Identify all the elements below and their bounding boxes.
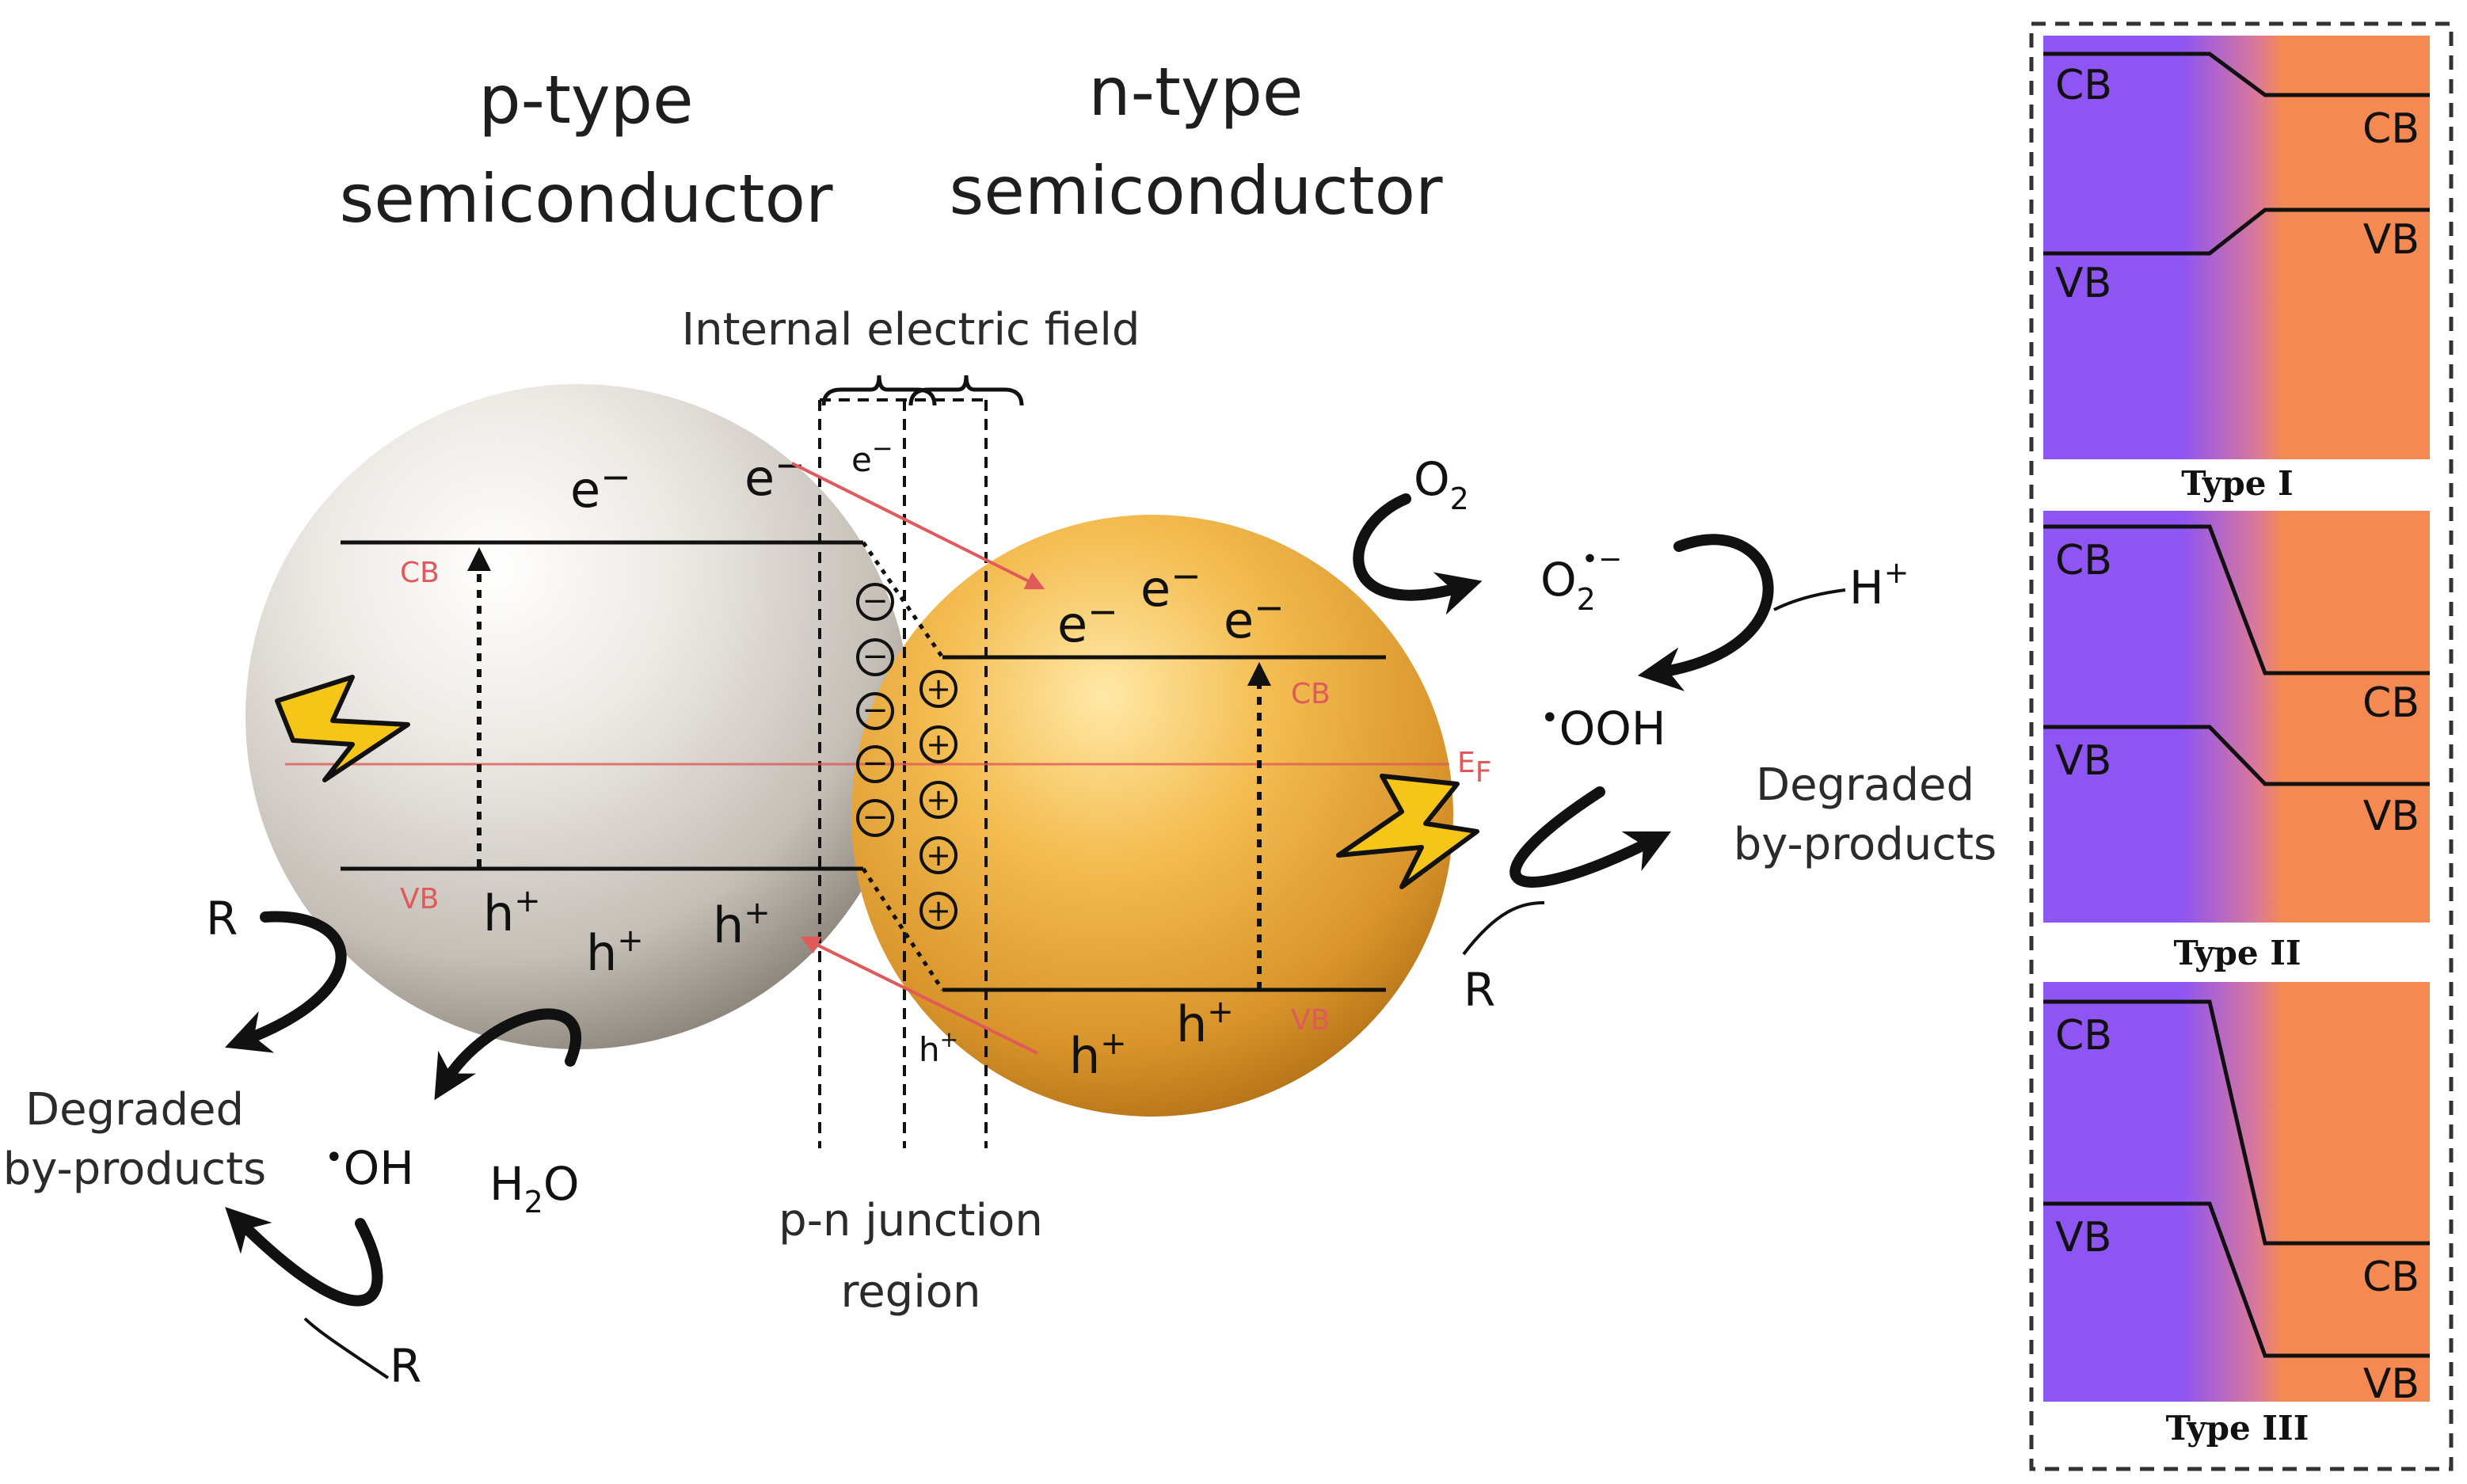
- negative-sign: −: [862, 583, 889, 619]
- pollutant-r-left-top: R: [206, 892, 238, 946]
- electrons: e− e− e− e− e− e−: [570, 433, 1285, 653]
- vb-bending-dotted: [861, 867, 945, 991]
- type-i-label: Type I: [2181, 464, 2293, 503]
- hole-label: h+: [483, 883, 541, 942]
- hole-label: h+: [1069, 1025, 1127, 1085]
- type-i-cb-left: CB: [2055, 62, 2112, 109]
- n-type-title-line2: semiconductor: [949, 152, 1442, 230]
- oh-degradation-arrow: [225, 1207, 383, 1307]
- hole-label: h+: [1176, 994, 1234, 1053]
- negative-charges: − − − − −: [856, 583, 894, 837]
- type-i-panel: CB VB CB VB Type I: [2043, 36, 2430, 503]
- electron-label: e−: [744, 443, 805, 507]
- type-ii-label: Type II: [2173, 934, 2301, 972]
- junction-label-line2: region: [840, 1266, 980, 1318]
- pollutant-r-left-bottom: R: [390, 1339, 421, 1393]
- o2-reduction-arrow: [1353, 493, 1483, 615]
- oxygen-label: O2: [1414, 452, 1469, 516]
- p-type-cb-label: CB: [400, 557, 440, 589]
- p-type-title-line1: p-type: [478, 61, 693, 139]
- h-plus-tail: [1773, 588, 1846, 611]
- pollutant-r-right: R: [1464, 963, 1495, 1017]
- field-brace-right: [908, 375, 1024, 406]
- hole-label: h+: [586, 923, 644, 982]
- positive-charges: + + + + +: [919, 670, 957, 930]
- n-type-cb-label: CB: [1291, 678, 1331, 710]
- p-type-particle: [246, 384, 911, 1049]
- r-bottom-tail: [303, 1317, 390, 1379]
- positive-sign: +: [926, 893, 951, 928]
- r-to-products-arrow: [225, 911, 347, 1053]
- lightning-icon: [275, 675, 410, 782]
- h-plus-label: H+: [1849, 555, 1909, 615]
- type-i-vb-right: VB: [2363, 216, 2419, 264]
- holes: h+ h+ h+ h+ h+ h+: [483, 883, 1234, 1085]
- superoxide-protonation-arrow: [1637, 534, 1774, 691]
- junction-hole-label: h+: [919, 1026, 958, 1069]
- degraded-right-line1: Degraded: [1756, 759, 1974, 811]
- type-ii-cb-right: CB: [2362, 679, 2419, 727]
- type-i-vb-left: VB: [2055, 260, 2111, 307]
- positive-sign: +: [926, 727, 951, 762]
- type-iii-cb-left: CB: [2055, 1012, 2112, 1060]
- p-type-vb-label: VB: [400, 883, 439, 915]
- negative-sign: −: [862, 638, 889, 675]
- electron-label: e−: [570, 455, 631, 519]
- degraded-left-line1: Degraded: [25, 1084, 244, 1136]
- type-iii-label: Type III: [2166, 1409, 2309, 1448]
- positive-sign: +: [926, 838, 951, 873]
- heterojunction-types-panel: [2029, 21, 2454, 1471]
- hydroxyl-radical-label: •OH: [325, 1140, 414, 1195]
- positive-sign: +: [926, 672, 951, 706]
- type-iii-panel: CB VB CB VB Type III: [2043, 982, 2430, 1448]
- water-label: H2O: [489, 1157, 579, 1220]
- hole-transfer-arrow: [800, 936, 1038, 1055]
- h2o-oxidation-arrow: [434, 1008, 581, 1101]
- junction-label-line1: p-n junction: [779, 1195, 1043, 1246]
- type-iii-vb-right: VB: [2363, 1360, 2419, 1408]
- cb-bending-dotted: [861, 541, 945, 659]
- electron-label: e−: [1224, 586, 1285, 649]
- type-iii-vb-left: VB: [2055, 1214, 2111, 1261]
- type-ii-vb-left: VB: [2055, 737, 2111, 785]
- junction-region: [818, 398, 988, 1148]
- electron-label: e−: [1057, 590, 1118, 653]
- superoxide-label: O2•−: [1540, 543, 1622, 617]
- negative-sign: −: [862, 692, 889, 729]
- negative-sign: −: [862, 745, 889, 782]
- fermi-level-label: EF: [1457, 747, 1491, 789]
- n-type-vb-label: VB: [1291, 1004, 1330, 1037]
- hole-label: h+: [713, 895, 771, 954]
- type-i-cb-right: CB: [2362, 105, 2419, 153]
- ooh-degradation-arrow: [1510, 786, 1672, 888]
- n-type-title-line1: n-type: [1088, 53, 1303, 131]
- r-right-tail: [1462, 901, 1545, 956]
- type-ii-panel: CB VB CB VB Type II: [2043, 511, 2430, 972]
- p-type-title-line2: semiconductor: [339, 160, 832, 238]
- positive-sign: +: [926, 782, 951, 817]
- type-ii-vb-right: VB: [2363, 793, 2419, 840]
- electron-label: e−: [1140, 554, 1201, 618]
- degraded-left-line2: by-products: [3, 1143, 266, 1195]
- degraded-right-line2: by-products: [1734, 819, 1997, 870]
- lightning-icon: [1336, 774, 1479, 889]
- internal-field-label: Internal electric field: [682, 304, 1140, 356]
- type-ii-cb-left: CB: [2055, 537, 2112, 584]
- electron-transfer-arrow: [791, 462, 1045, 590]
- negative-sign: −: [862, 799, 889, 835]
- hydroperoxyl-label: •OOH: [1540, 700, 1666, 755]
- type-iii-cb-right: CB: [2362, 1254, 2419, 1301]
- n-type-particle: [851, 515, 1453, 1117]
- junction-electron-label: e−: [851, 433, 893, 479]
